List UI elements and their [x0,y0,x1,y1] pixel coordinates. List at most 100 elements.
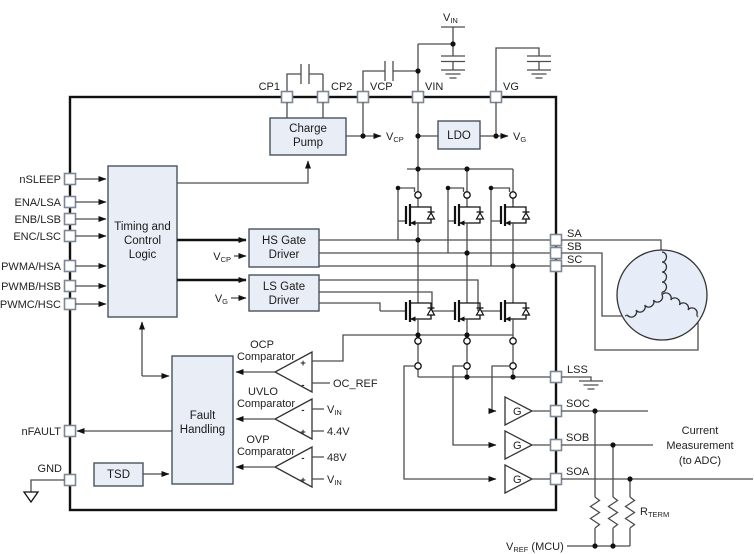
svg-text:TSD: TSD [107,469,130,481]
ovp-minus-ref-label: 48V [327,452,347,464]
svg-text:-: - [301,380,304,391]
ovp-plus-ref-label: VIN [327,474,342,487]
junction-dots [360,41,633,549]
vin-supply-label: VIN [443,12,458,25]
svg-text:Driver: Driver [269,249,300,261]
timing-control-logic-block: Timing and Control Logic [107,165,178,318]
vref-label: VREF (MCU) [506,541,564,554]
ls-fet-a-source-terminal [414,362,422,370]
pin-sc [549,259,563,273]
pin-lss [549,370,563,384]
pin-vcp [356,90,370,104]
ls-fet-b-source-terminal [463,362,471,370]
ls-fet-c-source-terminal [509,362,517,370]
resistor-rterm-3 [624,496,636,546]
svg-text:LS Gate: LS Gate [263,281,305,293]
pin-sob [549,438,563,452]
pin-pwma: PWMA/HSA [1,259,107,273]
ground-symbol [440,69,466,79]
vin-supply-network: VIN [417,12,466,92]
amp-sob [504,429,534,461]
uvlo-comparator: UVLO Comparator - + VIN 4.4V [235,386,350,441]
svg-text:ENC/LSC: ENC/LSC [13,231,61,243]
hs-gate-driver-block: HS Gate Driver VCP [177,228,320,268]
svg-text:Comparator: Comparator [237,446,295,458]
rterm-label: RTERM [640,506,669,519]
charge-pump-label: Charge [289,123,327,135]
ls-gate-driver-block: LS Gate Driver VG [177,274,320,312]
resistor-rterm-2 [607,496,619,546]
hs-fet-b [453,202,485,228]
svg-text:Fault: Fault [190,410,216,422]
pin-nsleep: nSLEEP [19,172,107,186]
pin-ena: ENA/LSA [15,195,107,209]
hs-fet-b-gate-terminal [463,191,471,199]
amp-soc-gain-label: G [513,406,522,418]
left-pins: nSLEEP ENA/LSA ENB/LSB ENC/LSC PWMA/HSA … [0,172,172,504]
vcp-input-label: VCP [213,251,231,264]
pin-vg-label: VG [503,81,519,93]
amp-soa-gain-label: G [513,474,522,486]
pin-sb [549,246,563,260]
svg-text:Driver: Driver [269,295,300,307]
ls-fet-b-sense-terminal [463,337,471,345]
ocp-comparator: OCP Comparator + - OC_REF [235,339,378,394]
pin-soc-label: SOC [566,398,590,410]
uvlo-minus-ref-label: VIN [327,404,342,417]
pin-sb-label: SB [567,241,582,253]
pin-cp2 [316,90,330,104]
pin-lss-label: LSS [567,364,588,376]
svg-text:-: - [301,405,304,416]
ls-fet-c [499,298,531,324]
oc-ref-label: OC_REF [333,378,378,390]
pin-gnd: GND [22,463,77,504]
pin-vg [489,90,503,104]
open-ground-symbol [22,491,40,504]
svg-text:-: - [301,453,304,464]
fault-handling-block: Fault Handling [139,321,234,485]
ground-symbol [526,69,552,79]
ovp-comparator: OVP Comparator - + 48V VIN [235,434,347,489]
ls-fet-b [453,298,485,324]
top-pins: CP1 CP2 VCP VIN VG [259,81,519,104]
svg-text:nFAULT: nFAULT [21,426,61,438]
pin-vin [411,90,425,104]
pin-pwmb: PWMB/HSB [1,279,107,293]
svg-text:PWMC/HSC: PWMC/HSC [0,299,61,311]
svg-text:Control: Control [124,235,161,247]
svg-text:OCP: OCP [250,339,274,351]
pin-soa [549,472,563,486]
svg-text:PWMA/HSA: PWMA/HSA [1,261,62,273]
ls-fet-a-sense-terminal [414,337,422,345]
uvlo-plus-ref-label: 4.4V [327,426,350,438]
svg-text:Comparator: Comparator [237,351,295,363]
svg-text:Timing and: Timing and [114,221,170,233]
svg-text:+: + [300,358,306,369]
current-measurement-line2: Measurement [666,440,733,452]
svg-text:ENA/LSA: ENA/LSA [15,197,62,209]
hs-fet-c-gate-terminal [509,191,517,199]
hs-fet-a [404,202,436,228]
svg-text:+: + [300,427,306,438]
ls-fet-c-sense-terminal [509,337,517,345]
vg-net-label: VG [513,131,526,144]
pin-cp1 [280,90,294,104]
charge-pump-label2: Pump [293,137,323,149]
ldo-block: LDO VG [417,102,526,169]
charge-pump-block: Charge Pump VCP [177,102,404,184]
svg-text:Logic: Logic [129,249,157,261]
svg-text:UVLO: UVLO [248,386,278,398]
pin-soc [549,404,563,418]
pin-enb: ENB/LSB [15,212,107,226]
svg-text:GND: GND [38,463,63,475]
svg-text:Handling: Handling [180,424,225,436]
svg-text:HS Gate: HS Gate [262,235,306,247]
amp-soa [504,463,534,495]
amp-soc [504,395,534,427]
lss-ground-symbol [578,380,604,390]
ls-fet-a [404,298,436,324]
pin-cp2-label: CP2 [331,81,352,93]
current-measurement-line1: Current [682,425,719,437]
bldc-motor [561,239,708,351]
